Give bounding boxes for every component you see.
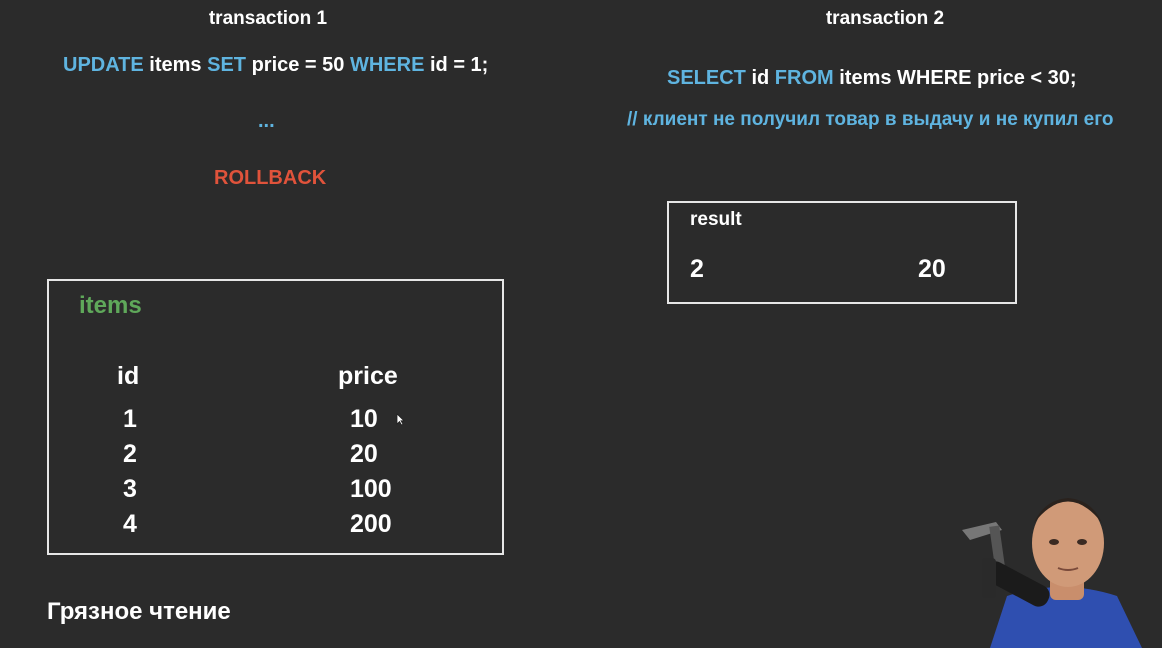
webcam-overlay: [952, 478, 1162, 648]
column-header-price: price: [338, 362, 398, 390]
sql-text: price = 50: [246, 54, 350, 76]
transaction-1-update-statement: UPDATE items SET price = 50 WHERE id = 1…: [63, 54, 488, 77]
sql-text: id = 1;: [424, 54, 489, 76]
table-cell-price: 10: [350, 405, 378, 433]
sql-keyword-update: UPDATE: [63, 54, 144, 76]
table-cell-price: 200: [350, 510, 392, 538]
transaction-1-heading: transaction 1: [208, 8, 328, 29]
rollback-label: ROLLBACK: [214, 167, 327, 189]
table-cell-id: 1: [123, 405, 137, 433]
mouse-cursor-icon: [396, 413, 405, 426]
result-label: result: [690, 209, 742, 230]
table-cell-price: 100: [350, 475, 392, 503]
items-table-box: items id price 1 10 2 20 3 100 4 200: [47, 279, 504, 555]
sql-keyword-from: FROM: [774, 67, 834, 89]
table-cell-id: 3: [123, 475, 137, 503]
table-cell-id: 4: [123, 510, 137, 538]
result-price-cell: 20: [918, 255, 946, 283]
result-box: result 2 20: [667, 201, 1017, 304]
presenter-image: [962, 498, 1142, 648]
transaction-2-select-statement: SELECT id FROM items WHERE price < 30;: [667, 67, 1077, 90]
result-id-cell: 2: [690, 255, 704, 283]
sql-text: items: [143, 54, 208, 76]
sql-text: items WHERE price < 30;: [833, 67, 1077, 89]
sql-keyword-select: SELECT: [667, 67, 746, 89]
sql-keyword-set: SET: [207, 54, 247, 76]
slide-title: Грязное чтение: [47, 598, 231, 625]
transaction-2-heading: transaction 2: [825, 8, 945, 29]
column-header-id: id: [117, 362, 140, 390]
table-cell-id: 2: [123, 440, 137, 468]
ellipsis: ...: [258, 110, 275, 132]
table-cell-price: 20: [350, 440, 378, 468]
transaction-2-comment: // клиент не получил товар в выдачу и не…: [627, 109, 1114, 130]
sql-text: id: [745, 67, 775, 89]
table-name: items: [79, 292, 142, 319]
sql-keyword-where: WHERE: [349, 54, 425, 76]
